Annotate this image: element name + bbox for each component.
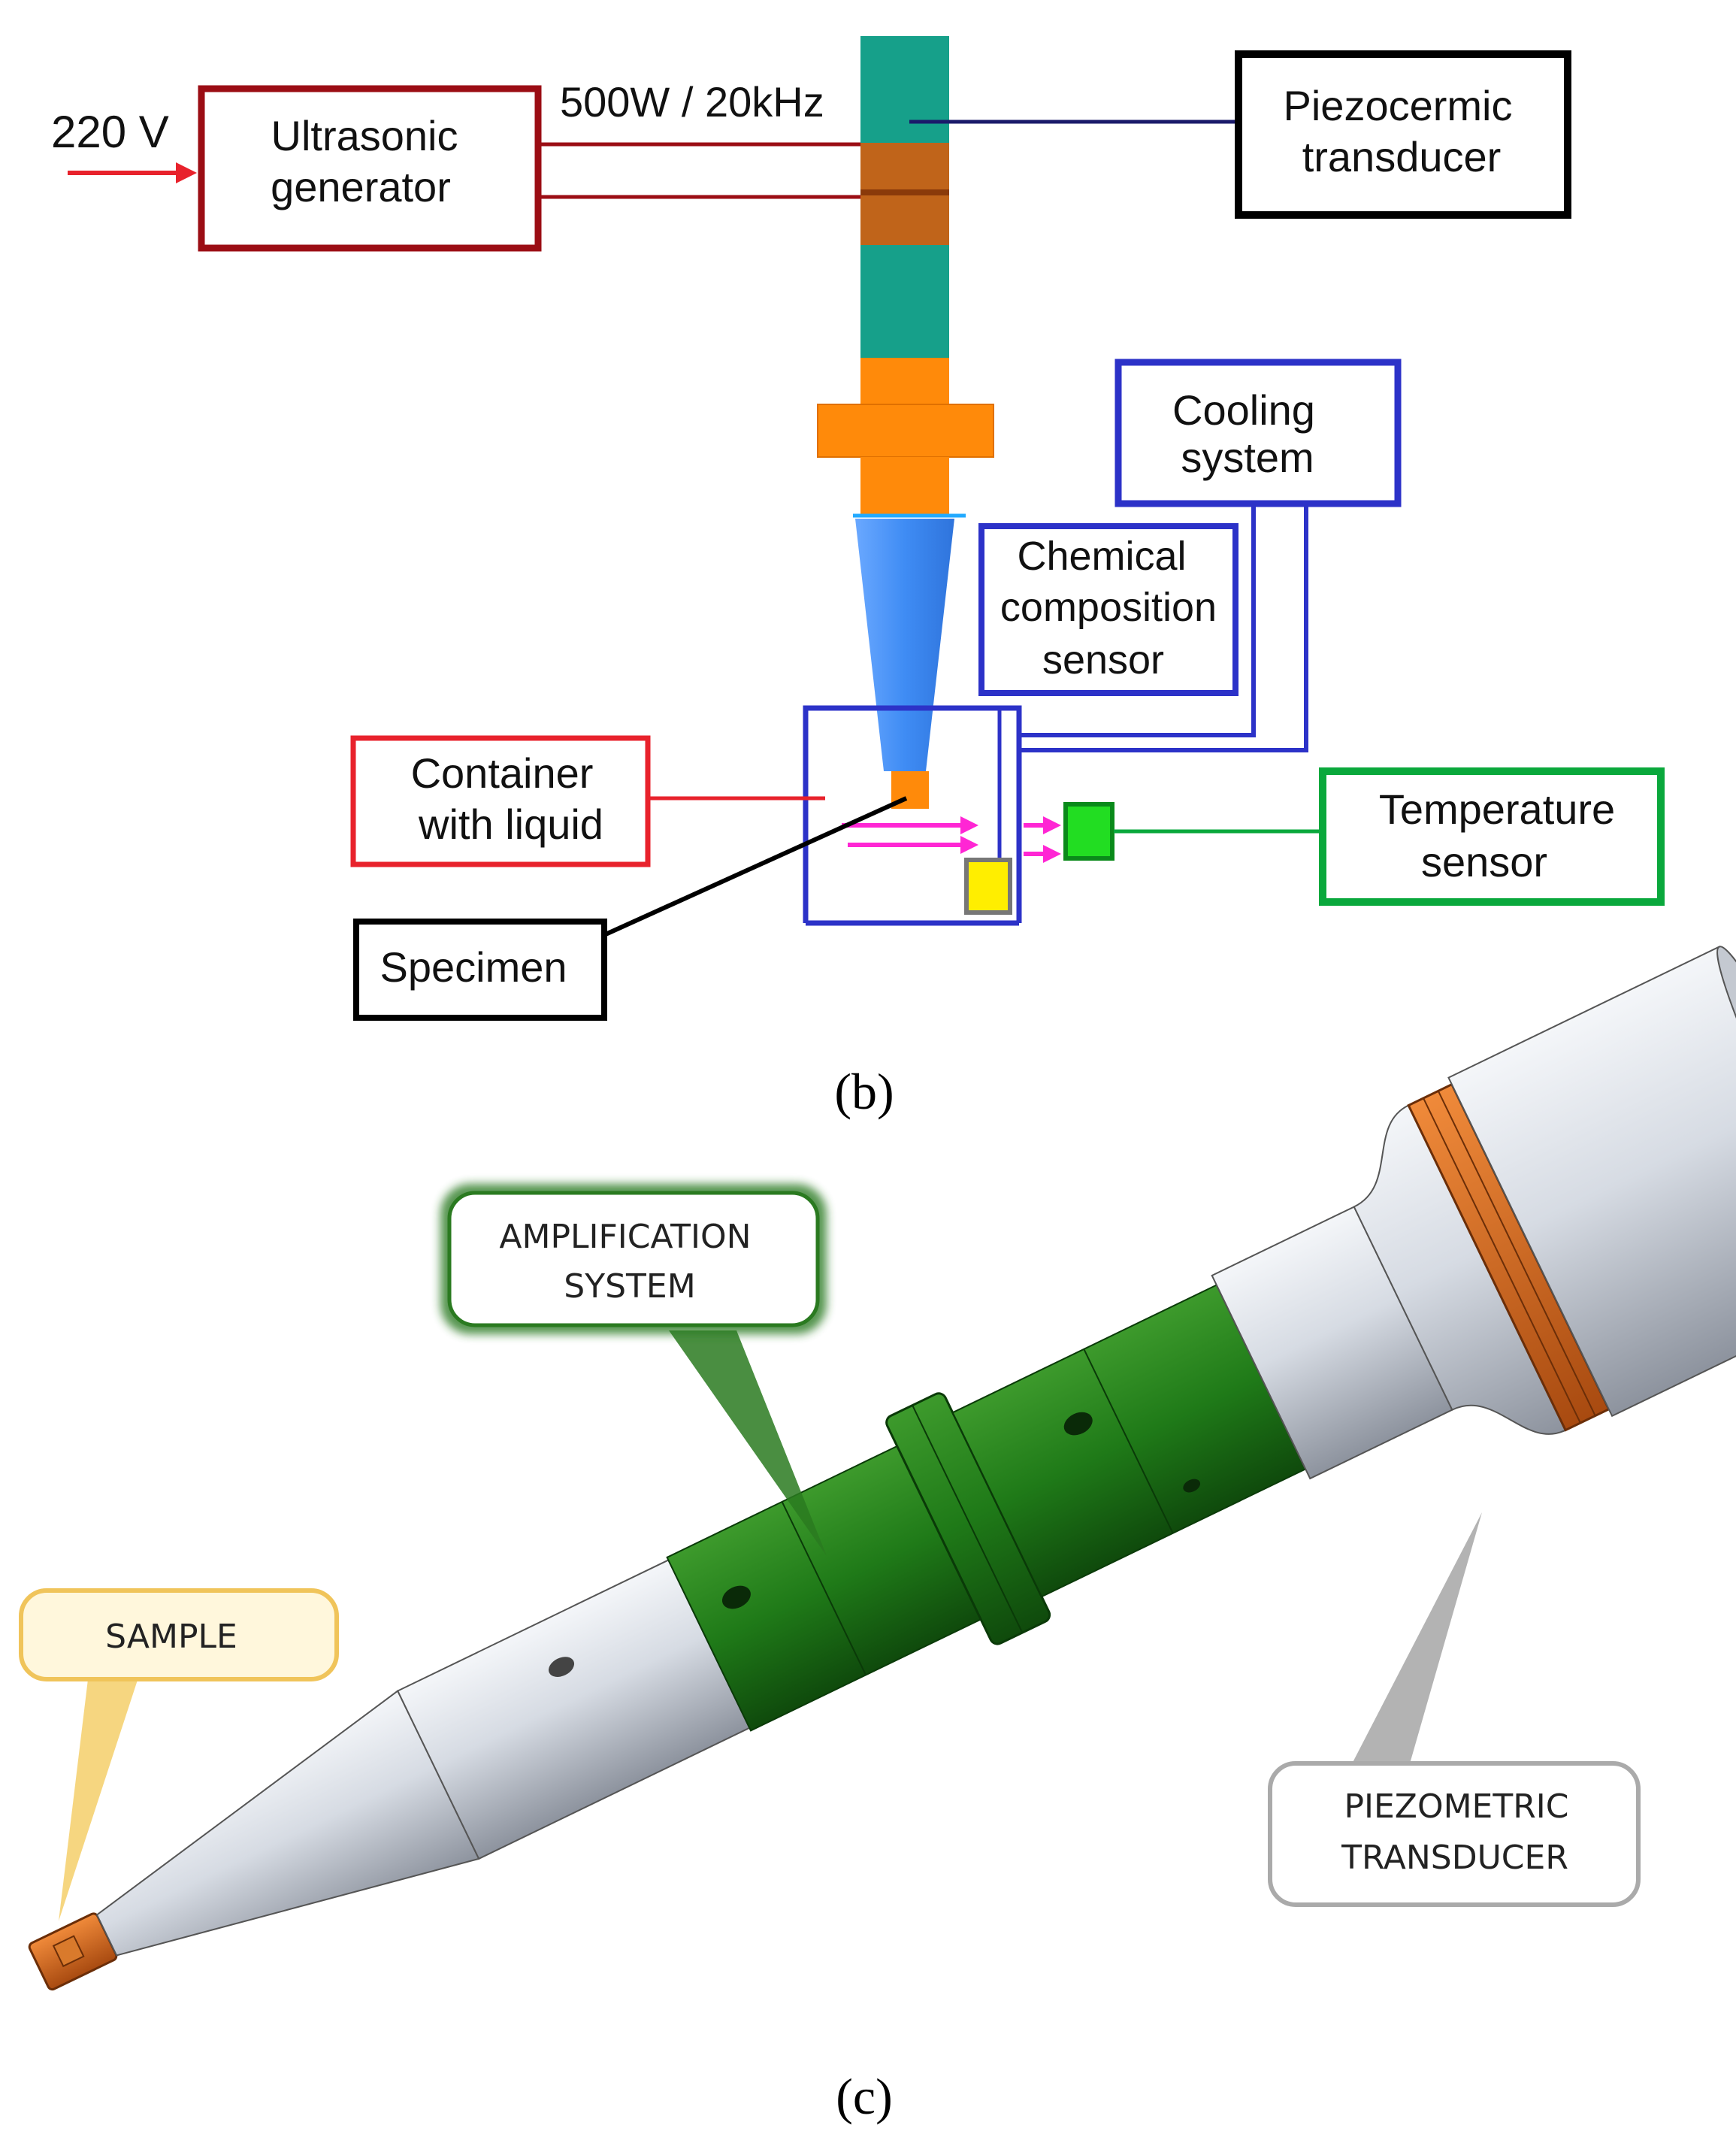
piezo-electrode xyxy=(860,189,949,195)
sample-callout xyxy=(19,1588,339,1681)
specimen-label: Specimen xyxy=(380,943,567,991)
booster-seam xyxy=(781,1501,866,1675)
temperature-label-line2: sensor xyxy=(1421,838,1547,885)
piezo-ring-2 xyxy=(860,195,949,245)
caption-b: (b) xyxy=(834,1063,894,1120)
liquid-container xyxy=(803,705,1022,923)
container-label-line2: with liquid xyxy=(418,801,603,848)
container-label-line1: Container xyxy=(411,749,594,797)
piezo-ring-1 xyxy=(860,143,949,189)
panel-b-schematic: 220 V Ultrasonic generator 500W / 20kHz … xyxy=(51,36,1665,1120)
chemical-label-line3: sensor xyxy=(1042,637,1164,683)
piezo-ring-line-2 xyxy=(1437,1090,1596,1416)
amplification-label-line2: SYSTEM xyxy=(564,1267,695,1306)
transducer-back-cylinder xyxy=(1447,946,1736,1418)
sample-callout-pointer xyxy=(59,1673,140,1921)
booster-flange xyxy=(817,404,994,458)
supply-voltage-label: 220 V xyxy=(51,107,169,157)
piezometric-callout-pointer xyxy=(1347,1512,1482,1774)
booster-hole-1 xyxy=(721,1585,751,1609)
generator-label-line1: Ultrasonic xyxy=(271,112,458,159)
piezometric-callout xyxy=(1268,1761,1641,1907)
chemical-composition-sensor-box xyxy=(978,523,1238,696)
piezo-ring-line-1 xyxy=(1423,1097,1581,1424)
booster-lower xyxy=(860,457,949,514)
flange-groove xyxy=(912,1405,1024,1633)
booster-upper xyxy=(860,358,949,404)
amplification-callout xyxy=(447,1191,820,1327)
container-with-liquid-box xyxy=(350,735,651,867)
temperature-probe xyxy=(1063,802,1114,861)
transducer-back-mass xyxy=(860,36,949,143)
piezometric-label-line1: PIEZOMETRIC xyxy=(1344,1787,1569,1826)
supply-arrow-head xyxy=(176,162,197,183)
transducer-front-mass xyxy=(860,245,949,358)
heat-arrow-2-head xyxy=(960,836,978,854)
piezometric-label-line2: TRANSDUCER xyxy=(1341,1839,1568,1877)
horn-cone xyxy=(95,1690,480,1957)
generator-label-line2: generator xyxy=(271,163,451,210)
cooling-system-box xyxy=(1114,359,1402,507)
transducer-end-face xyxy=(1716,946,1736,1287)
cooling-line-outer xyxy=(1018,505,1308,752)
amplification-label-line1: AMPLIFICATION xyxy=(499,1218,751,1256)
sample-label: SAMPLE xyxy=(105,1618,237,1656)
booster-seam-2 xyxy=(1083,1348,1174,1534)
caption-c: (c) xyxy=(836,2068,892,2125)
cooling-label-line2: system xyxy=(1181,434,1314,481)
piezoceramic-transducer-box xyxy=(1235,50,1571,219)
temperature-sensor-box xyxy=(1319,767,1665,906)
ultrasonic-generator-box xyxy=(198,85,542,252)
chemical-probe-tip xyxy=(964,858,1012,915)
heat-arrow-1-head xyxy=(960,816,978,834)
heat-arrow-4-head xyxy=(1043,845,1061,863)
ultrasonic-assembly xyxy=(28,946,1736,1991)
sonotrode-horn xyxy=(855,519,954,771)
chemical-label-line1: Chemical xyxy=(1017,534,1186,579)
specimen-box xyxy=(353,919,607,1021)
booster-hole-3 xyxy=(1183,1479,1201,1493)
sample-notch xyxy=(52,1935,85,1968)
panel-c-cad-model: AMPLIFICATION SYSTEM SAMPLE PIEZOMETRIC … xyxy=(19,946,1736,2125)
booster-hole-2 xyxy=(1063,1412,1093,1436)
amplification-callout-pointer xyxy=(669,1330,827,1556)
heat-arrow-3-head xyxy=(1043,816,1061,834)
transducer-label-line1: Piezocermic xyxy=(1284,82,1513,129)
horn-hole xyxy=(548,1657,575,1677)
power-spec-label: 500W / 20kHz xyxy=(560,78,824,126)
specimen-leader xyxy=(589,796,908,943)
transducer-label-line2: transducer xyxy=(1302,133,1502,180)
chemical-label-line2: composition xyxy=(1000,585,1217,630)
cooling-label-line1: Cooling xyxy=(1172,386,1315,434)
cooling-line-inner xyxy=(1018,505,1256,737)
temperature-label-line1: Temperature xyxy=(1379,785,1615,833)
